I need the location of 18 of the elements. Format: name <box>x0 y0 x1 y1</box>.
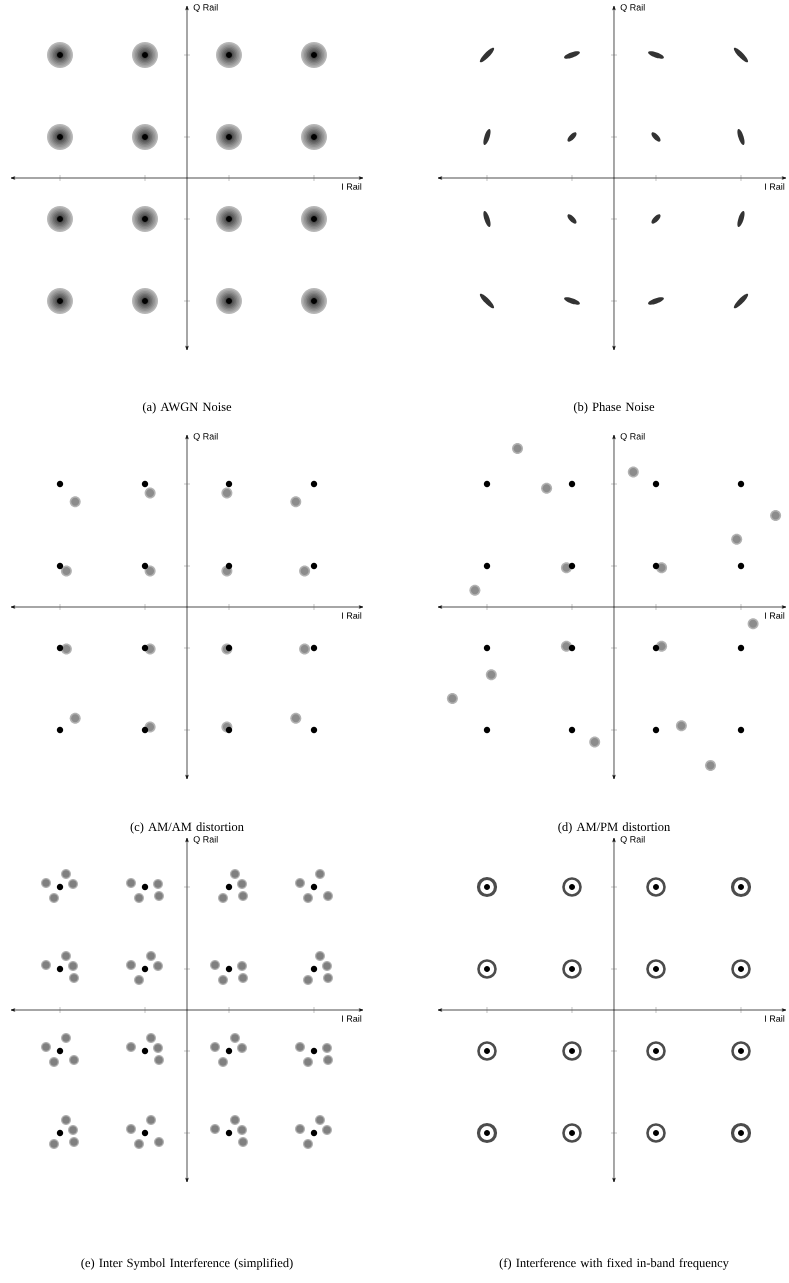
caption: (f) Interference with fixed in-band frequency <box>499 1258 729 1270</box>
axis-label: Q Rail <box>620 3 645 13</box>
axis-label: Q Rail <box>193 835 218 845</box>
axis-label: Q Rail <box>193 432 218 442</box>
axis-label: Q Rail <box>193 3 218 13</box>
caption: (d) AM/PM distortion <box>558 822 671 834</box>
axis-label: Q Rail <box>620 835 645 845</box>
axis-label: Q Rail <box>620 432 645 442</box>
axis-label: I Rail <box>765 1015 785 1022</box>
caption: (a) AWGN Noise <box>142 402 232 414</box>
caption: (b) Phase Noise <box>573 402 655 414</box>
axis-label: I Rail <box>342 1015 362 1022</box>
axis-label: I Rail <box>342 183 362 190</box>
caption: (e) Inter Symbol Interference (simplified) <box>81 1258 293 1270</box>
axis-label: I Rail <box>342 612 362 619</box>
axis-label: I Rail <box>765 612 785 619</box>
axis-label: I Rail <box>765 183 785 190</box>
caption: (c) AM/AM distortion <box>130 822 244 834</box>
